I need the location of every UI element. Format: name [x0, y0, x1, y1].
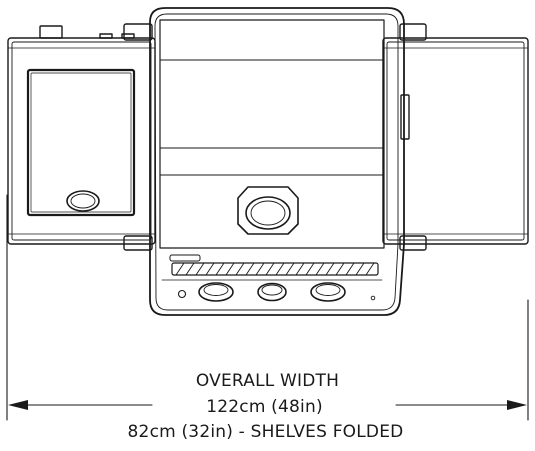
right-side-shelf	[382, 37, 529, 245]
open-width-value: 122cm (48in)	[206, 397, 323, 417]
control-knob-left	[198, 282, 234, 302]
hood-handle	[237, 186, 299, 235]
dimension-label: OVERALL WIDTH	[195, 371, 340, 391]
grill-body	[123, 7, 427, 316]
arrow-left-icon	[8, 400, 28, 410]
side-burner-lid	[26, 68, 136, 217]
side-burner-handle	[66, 190, 100, 212]
igniter-button	[177, 289, 187, 299]
control-panel	[159, 247, 385, 302]
control-knob-center	[257, 282, 287, 302]
arrow-right-icon	[507, 400, 527, 410]
folded-width-value: 82cm (32in) - SHELVES FOLDED	[127, 422, 404, 442]
control-knob-right	[310, 282, 346, 302]
front-vent	[171, 262, 379, 276]
dimension-line	[6, 194, 529, 421]
